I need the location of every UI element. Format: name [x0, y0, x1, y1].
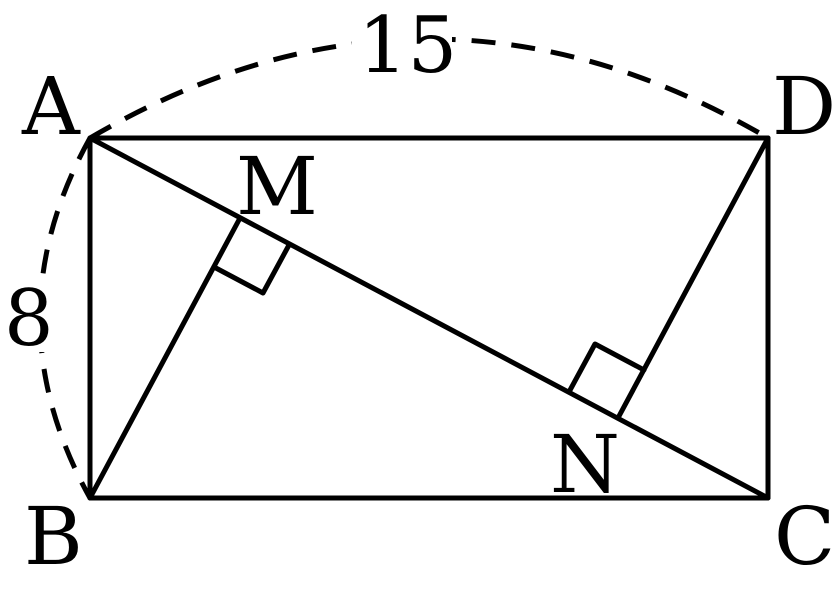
point-label-n: N [550, 418, 620, 511]
vertex-label-c: C [774, 490, 835, 583]
dimension-arc-left [37, 136, 93, 500]
right-angle-mark-m [211, 242, 292, 296]
dimension-label-top-bg [352, 10, 452, 78]
dimension-label-left: 8 [4, 274, 54, 364]
vertex-label-a: A [21, 60, 81, 153]
vertex-label-d: D [772, 60, 836, 153]
dimension-label-top: 15 [358, 1, 457, 91]
dimension-arc-top [88, 36, 770, 141]
vertex-label-b: B [24, 490, 83, 583]
perpendicular-bm [87, 215, 243, 501]
point-label-m: M [236, 140, 318, 233]
right-angle-mark-n [566, 341, 647, 395]
diagonal-ac [87, 135, 771, 501]
rectangle-abcd [87, 135, 771, 501]
perpendicular-dn [615, 135, 771, 421]
dimension-label-left-bg [4, 282, 52, 352]
